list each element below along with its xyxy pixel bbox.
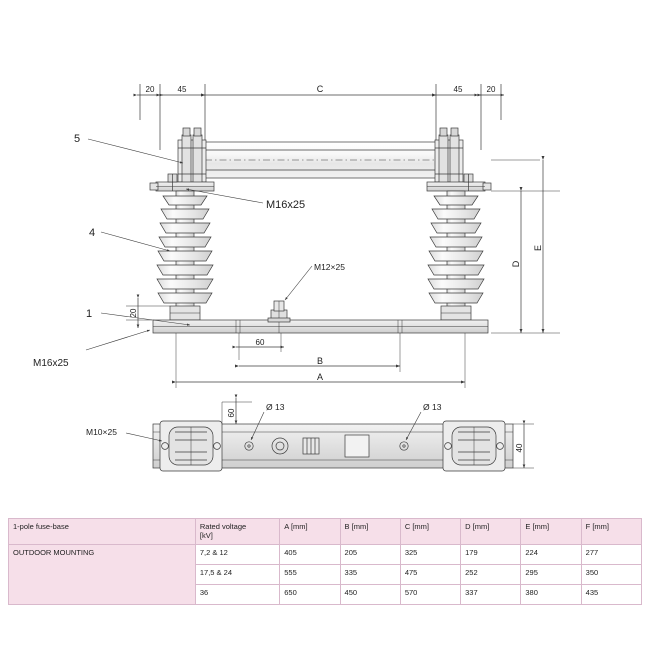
dim-right-E: E [533, 245, 543, 251]
callout-hole-right: Ø 13 [423, 402, 442, 412]
header-rated-voltage-line2: [kV] [199, 531, 213, 540]
plan-washer [271, 437, 289, 455]
dim-top-left-20: 20 [146, 85, 155, 94]
dimension-bottom-group [171, 333, 466, 388]
cell-E-2: 380 [520, 584, 582, 605]
header-rated-voltage: Rated voltage [kV] [194, 518, 281, 545]
cell-A-0: 405 [279, 544, 341, 565]
plan-dimension-60 [221, 394, 252, 424]
technical-drawing: 20 45 C 45 20 D E 20 60 B A 60 40 5 4 1 … [33, 84, 560, 472]
dimension-top-group [133, 84, 504, 150]
dim-top-right-45: 45 [454, 85, 463, 94]
dimension-left-20 [126, 294, 170, 328]
table-row: 36 650 450 570 337 380 435 [9, 584, 643, 605]
header-A: A [mm] [279, 518, 341, 545]
cell-voltage-0: 7,2 & 12 [194, 544, 281, 565]
dim-top-C: C [317, 84, 324, 94]
callout-hole-left: Ø 13 [266, 402, 285, 412]
callout-bolt-top: M16x25 [266, 199, 305, 211]
cell-C-2: 570 [399, 584, 462, 605]
cell-F-0: 277 [580, 544, 643, 565]
cell-voltage-1: 17,5 & 24 [194, 564, 281, 585]
callout-bolt-bottom: M10×25 [86, 427, 117, 437]
header-E: E [mm] [520, 518, 582, 545]
callout-bolt-left: M16x25 [33, 358, 69, 369]
plan-nut [302, 437, 320, 455]
base-rail [152, 300, 489, 334]
cell-F-1: 350 [580, 564, 643, 585]
cell-A-2: 650 [279, 584, 341, 605]
left-insulator [156, 190, 214, 321]
table-row: 17,5 & 24 555 335 475 252 295 350 [9, 564, 643, 585]
dim-mid-60: 60 [256, 338, 265, 347]
dim-top-left-45: 45 [178, 85, 187, 94]
dimension-right-group [491, 155, 560, 334]
cell-B-1: 335 [339, 564, 401, 585]
leader-lines [85, 138, 313, 351]
dim-left-20: 20 [129, 308, 138, 317]
dim-plan-40: 40 [515, 443, 524, 452]
fuse-tube [204, 141, 437, 179]
plan-hole-right [399, 441, 409, 451]
cell-voltage-2: 36 [194, 584, 281, 605]
header-D: D [mm] [460, 518, 522, 545]
table-header-row: 1-pole fuse-base Rated voltage [kV] A [m… [8, 518, 643, 545]
spec-table-wrapper: 1-pole fuse-base Rated voltage [kV] A [m… [8, 518, 643, 605]
cell-A-1: 555 [279, 564, 341, 585]
header-rated-voltage-line1: Rated voltage [199, 522, 247, 531]
header-B: B [mm] [339, 518, 401, 545]
dim-top-right-20: 20 [487, 85, 496, 94]
dim-plan-60: 60 [227, 408, 236, 417]
spec-table: 1-pole fuse-base Rated voltage [kV] A [m… [8, 518, 643, 605]
header-C: C [mm] [399, 518, 462, 545]
plan-right-insulator [442, 420, 506, 472]
cell-D-1: 252 [460, 564, 522, 585]
cell-D-2: 337 [460, 584, 522, 605]
header-F: F [mm] [580, 518, 643, 545]
plan-view [125, 394, 534, 472]
table-row: OUTDOOR MOUNTING 7,2 & 12 405 205 325 17… [8, 544, 643, 605]
plan-left-insulator [159, 420, 223, 472]
cell-E-1: 295 [520, 564, 582, 585]
callout-4: 4 [89, 227, 95, 239]
right-contact-head [426, 127, 492, 192]
cell-B-0: 205 [339, 544, 401, 565]
cell-F-2: 435 [580, 584, 643, 605]
cell-C-1: 475 [399, 564, 462, 585]
callout-5: 5 [74, 133, 80, 145]
cell-D-0: 179 [460, 544, 522, 565]
dim-bot-A: A [317, 372, 323, 382]
header-label-fuse-base: 1-pole fuse-base [8, 518, 196, 545]
callout-1: 1 [86, 308, 92, 320]
plan-hole-left [244, 441, 254, 451]
cell-E-0: 224 [520, 544, 582, 565]
callout-bolt-mid: M12×25 [314, 262, 345, 272]
right-insulator [427, 190, 485, 321]
plan-plate [344, 434, 370, 458]
cell-C-0: 325 [399, 544, 462, 565]
left-contact-head [149, 127, 215, 192]
cell-B-2: 450 [339, 584, 401, 605]
dim-bot-B: B [317, 356, 323, 366]
plan-dimension-40 [513, 420, 534, 469]
row-label-outdoor-mounting: OUTDOOR MOUNTING [8, 544, 196, 605]
dim-right-D: D [511, 260, 521, 267]
